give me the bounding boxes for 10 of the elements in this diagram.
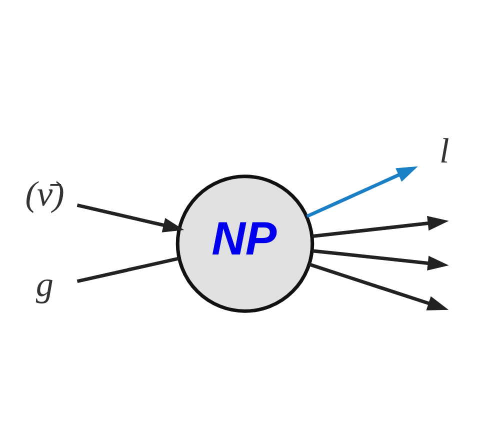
node-text: l [440, 130, 450, 170]
node-circle: NP [176, 174, 314, 312]
arrow [306, 166, 418, 218]
arrow [312, 215, 449, 238]
arrow [312, 248, 449, 270]
arrow [308, 262, 449, 310]
connector [76, 256, 180, 283]
node-text: g [36, 264, 54, 304]
node-text: (ν̄) [25, 174, 64, 214]
arrow [76, 202, 184, 232]
